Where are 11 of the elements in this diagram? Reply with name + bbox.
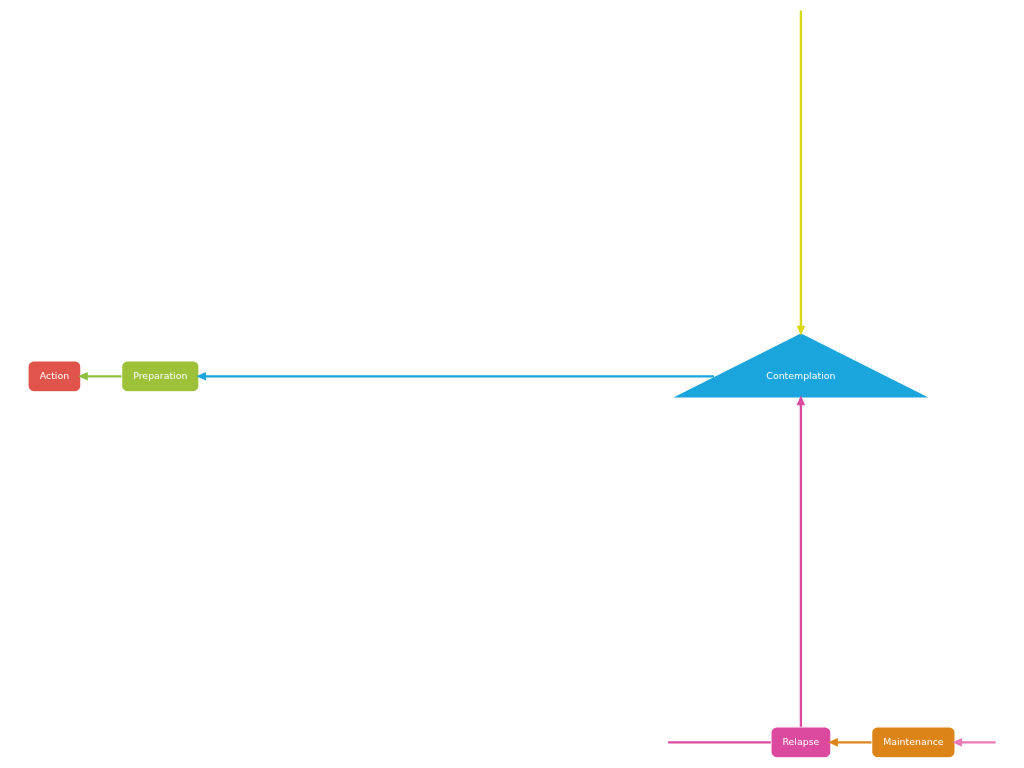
arrow (196, 372, 714, 381)
arrow (828, 738, 872, 747)
arrow (78, 372, 122, 381)
node-box: Preparation (120, 360, 200, 393)
arrow (796, 395, 806, 727)
connector (668, 741, 771, 744)
arrow (952, 738, 996, 747)
node-box: Relapse (770, 726, 832, 759)
node-box: Action (27, 360, 82, 393)
arrow (796, 10, 806, 336)
node-box: Maintenance (870, 726, 956, 759)
